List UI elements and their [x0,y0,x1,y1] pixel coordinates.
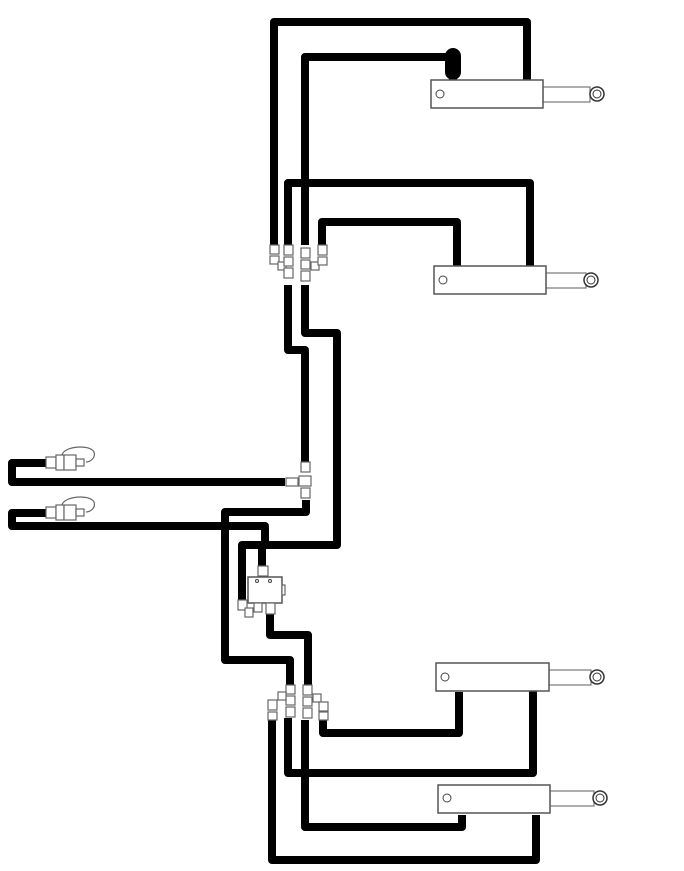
hose-end-blob [445,48,461,80]
cylinder-1 [430,79,605,109]
valve-block [237,565,286,618]
cylinder-2 [433,265,599,295]
quick-coupler-1 [45,446,95,471]
hose-upper-right-trunk [258,285,341,570]
hose-coupler-2 [8,509,269,545]
hose-valve-side [238,541,262,600]
lower-fittings [267,684,329,721]
hose-cyl1-rod [270,18,531,245]
hose-tee-to-lower [221,500,310,690]
hose-coupler-1 [8,459,285,486]
cylinder-4 [437,784,608,814]
quick-coupler-2 [45,496,95,521]
hose-upper-left-trunk [284,285,309,466]
hose-cyl3-rod [284,690,537,777]
cylinder-3 [435,662,605,692]
hose-cyl2-cap [318,218,461,266]
hose-cyl4-cap [301,720,466,831]
hose-cyl2-rod [284,179,534,266]
hoses [8,18,540,864]
upper-fittings [269,244,328,282]
hose-cyl3-cap [319,692,463,737]
hose-valve-outlet [266,614,312,690]
tee-fitting [285,461,312,499]
hose-cyl4-rod [268,718,540,864]
